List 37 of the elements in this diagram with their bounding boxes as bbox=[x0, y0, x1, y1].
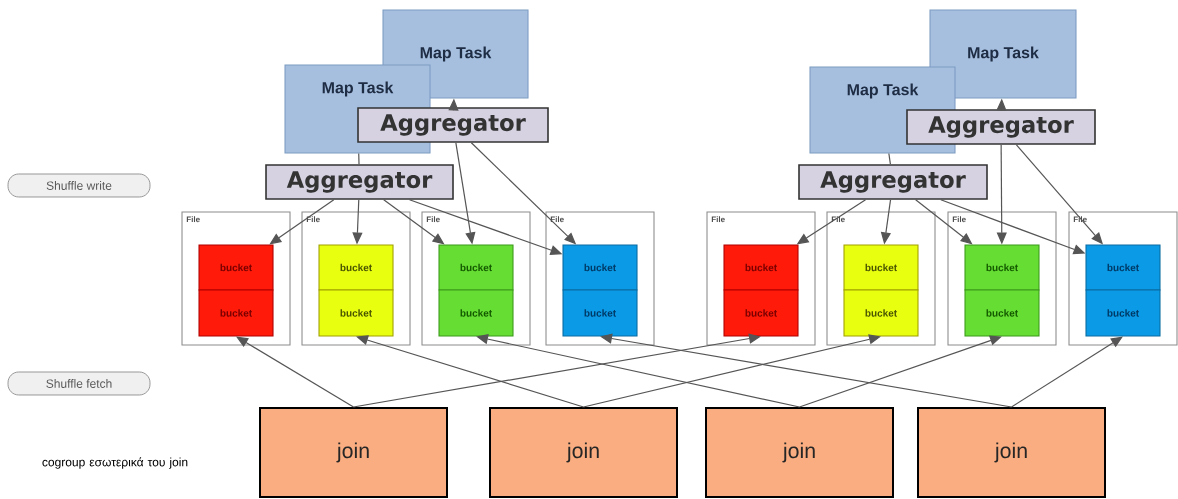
join-box: join bbox=[705, 407, 894, 498]
join-box: join bbox=[259, 407, 448, 498]
bucket-box: bucket bbox=[318, 244, 394, 291]
aggregator-box: Aggregator bbox=[265, 164, 454, 200]
arrow bbox=[236, 336, 355, 408]
bucket-box: bucket bbox=[562, 289, 638, 337]
bucket-box: bucket bbox=[964, 244, 1040, 291]
bucket-box: bucket bbox=[843, 244, 919, 291]
bucket-box: bucket bbox=[723, 244, 799, 291]
arrow bbox=[1010, 336, 1123, 408]
bucket-box: bucket bbox=[318, 289, 394, 337]
task-box: Map Task bbox=[929, 9, 1077, 99]
arrow bbox=[356, 335, 585, 408]
note-text: cogroup εσωτερικά του join bbox=[42, 457, 188, 469]
join-box: join bbox=[917, 407, 1106, 498]
bucket-box: bucket bbox=[198, 244, 274, 291]
bucket-box: bucket bbox=[1085, 289, 1161, 337]
bucket-box: bucket bbox=[438, 289, 514, 337]
aggregator-box: Aggregator bbox=[906, 109, 1096, 145]
bucket-box: bucket bbox=[964, 289, 1040, 337]
bucket-box: bucket bbox=[198, 289, 274, 337]
aggregator-box: Aggregator bbox=[357, 107, 549, 143]
stage-pill: Shuffle fetch bbox=[7, 371, 151, 396]
join-box: join bbox=[489, 407, 678, 498]
stage-pill: Shuffle write bbox=[7, 173, 151, 198]
arrow bbox=[798, 335, 1002, 408]
arrow bbox=[582, 334, 881, 408]
bucket-box: bucket bbox=[438, 244, 514, 291]
bucket-box: bucket bbox=[1085, 244, 1161, 291]
bucket-box: bucket bbox=[562, 244, 638, 291]
arrow bbox=[476, 334, 801, 408]
aggregator-box: Aggregator bbox=[798, 164, 988, 200]
arrow bbox=[352, 333, 761, 408]
arrow bbox=[269, 199, 335, 245]
arrow bbox=[600, 333, 1013, 408]
bucket-box: bucket bbox=[723, 289, 799, 337]
bucket-box: bucket bbox=[843, 289, 919, 337]
